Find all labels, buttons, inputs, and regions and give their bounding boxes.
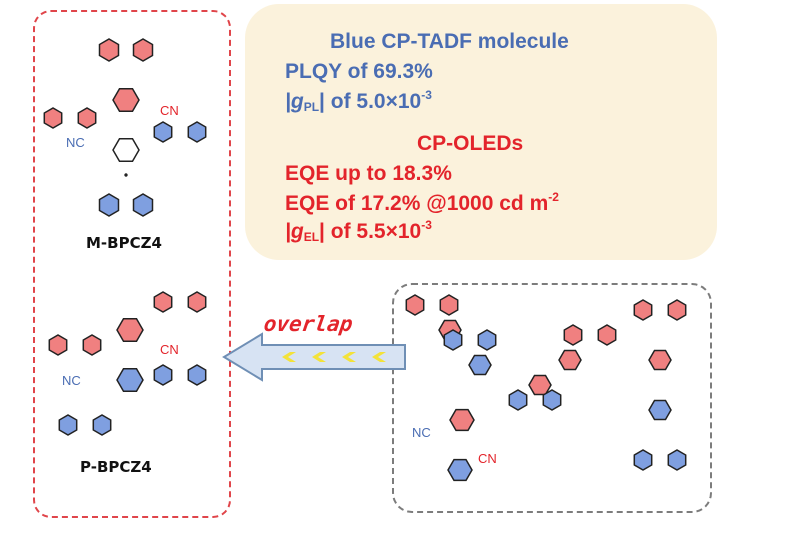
benzene-ring [187,364,207,386]
benzene-ring [563,324,583,346]
benzene-ring [187,121,207,143]
benzene-ring [112,137,140,163]
benzene-ring [153,291,173,313]
benzene-ring [443,329,463,351]
cn-label: CN [160,342,179,357]
cn-label: CN [160,103,179,118]
overlap-arrow [222,332,406,382]
molecule-panel [33,10,231,518]
benzene-ring [633,299,653,321]
packing-panel [392,283,712,513]
benzene-ring [405,294,425,316]
nc-label: NC [62,373,81,388]
benzene-ring [468,354,492,376]
eqe-1000: EQE of 17.2% @1000 cd m-2 [285,190,559,215]
title-blue-cp-tadf: Blue CP-TADF molecule [330,30,569,53]
benzene-ring [48,334,68,356]
cn-label: CN [478,451,497,466]
plqy-value: PLQY of 69.3% [285,60,433,83]
benzene-ring [477,329,497,351]
benzene-ring [447,458,473,482]
title-cp-oleds: CP-OLEDs [417,132,524,155]
benzene-ring [132,38,154,62]
benzene-ring [449,408,475,432]
m-bpcz4-label: M-BPCZ4 [86,234,162,252]
benzene-ring [648,399,672,421]
benzene-ring [542,389,562,411]
nc-label: NC [412,425,431,440]
gpl-value: |gPL| of 5.0×10-3 [285,88,432,114]
benzene-ring [597,324,617,346]
benzene-ring [116,367,144,393]
benzene-ring [153,121,173,143]
benzene-ring [82,334,102,356]
benzene-ring [58,414,78,436]
benzene-ring [153,364,173,386]
benzene-ring [116,317,144,343]
benzene-ring [77,107,97,129]
eqe-max: EQE up to 18.3% [285,162,452,185]
benzene-ring [92,414,112,436]
benzene-ring [124,173,128,177]
benzene-ring [667,299,687,321]
benzene-ring [667,449,687,471]
gel-value: |gEL| of 5.5×10-3 [285,218,432,244]
benzene-ring [439,294,459,316]
nc-label: NC [66,135,85,150]
benzene-ring [43,107,63,129]
benzene-ring [132,193,154,217]
benzene-ring [112,87,140,113]
benzene-ring [187,291,207,313]
benzene-ring [98,38,120,62]
benzene-ring [558,349,582,371]
benzene-ring [98,193,120,217]
overlap-label: overlap [262,312,355,336]
benzene-ring [648,349,672,371]
benzene-ring [633,449,653,471]
benzene-ring [508,389,528,411]
properties-panel [245,4,717,260]
p-bpcz4-label: P-BPCZ4 [80,458,152,476]
